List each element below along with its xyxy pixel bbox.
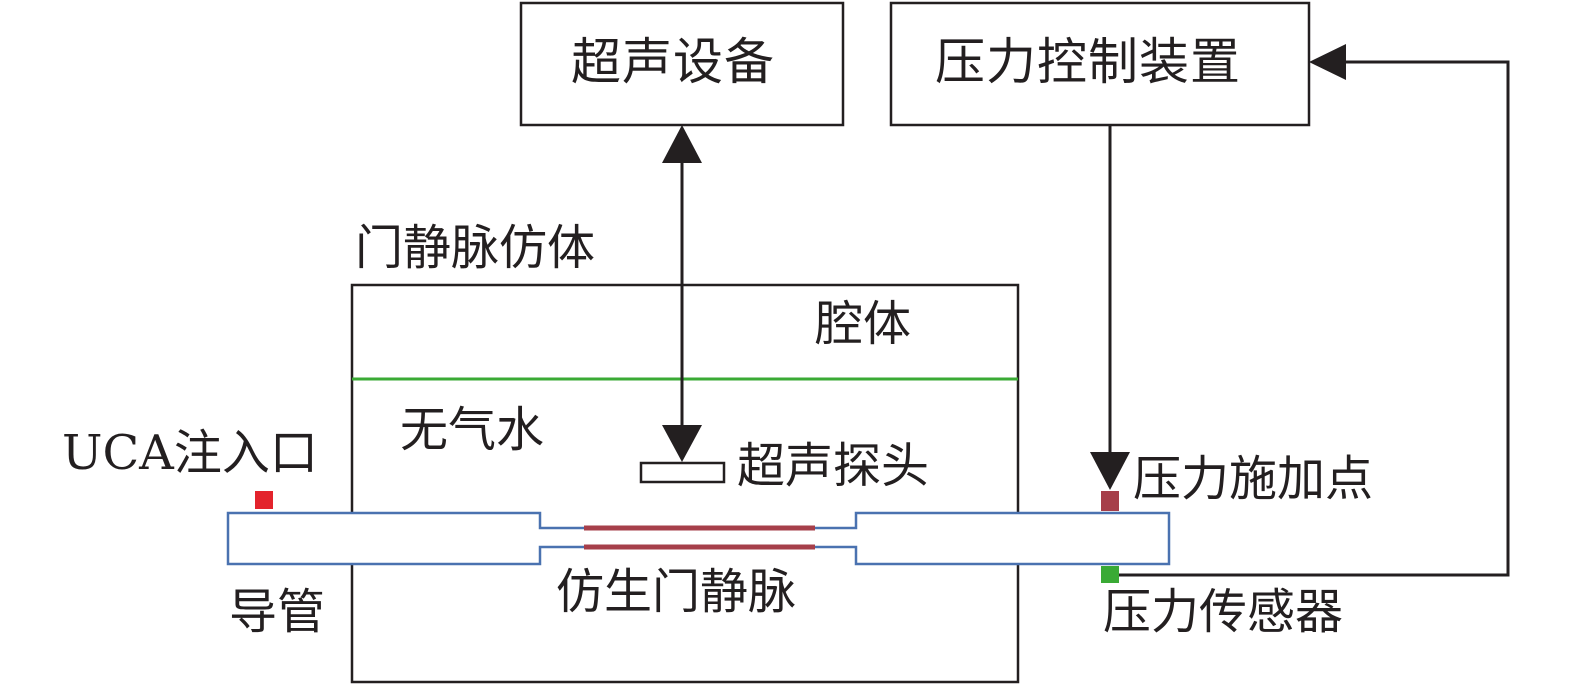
ultrasound-arrowhead-up (662, 125, 702, 163)
catheter-vessel-outline (226, 511, 1171, 566)
uca-inlet-label: UCA注入口 (62, 425, 318, 481)
ultrasound-arrowhead-down (662, 425, 702, 462)
ultrasound-device-label: 超声设备 (571, 33, 775, 91)
pressure-apply-marker (1101, 491, 1119, 511)
uca-inlet-marker (255, 491, 273, 509)
pressure-sensor-label: 压力传感器 (1103, 584, 1344, 640)
pressure-control-label: 压力控制装置 (935, 33, 1241, 91)
catheter-label: 导管 (229, 584, 326, 640)
ultrasound-device-box (519, 1, 845, 127)
ultrasound-probe-label: 超声探头 (737, 438, 930, 494)
pressure-apply-arrowhead (1090, 452, 1130, 490)
cavity-label: 腔体 (815, 296, 912, 352)
pressure-control-box (889, 1, 1311, 127)
ultrasound-probe (639, 461, 726, 484)
pressure-feedback-line (1110, 60, 1510, 577)
pressure-sensor-marker (1101, 566, 1119, 583)
bionic-portal-vein-label: 仿生门静脉 (556, 564, 797, 620)
feedback-arrowhead (1309, 44, 1346, 80)
portal-phantom-label: 门静脉仿体 (355, 220, 596, 276)
phantom-container (350, 283, 1020, 684)
pressure-apply-point-label: 压力施加点 (1133, 451, 1374, 507)
degassed-water-label: 无气水 (400, 402, 545, 458)
